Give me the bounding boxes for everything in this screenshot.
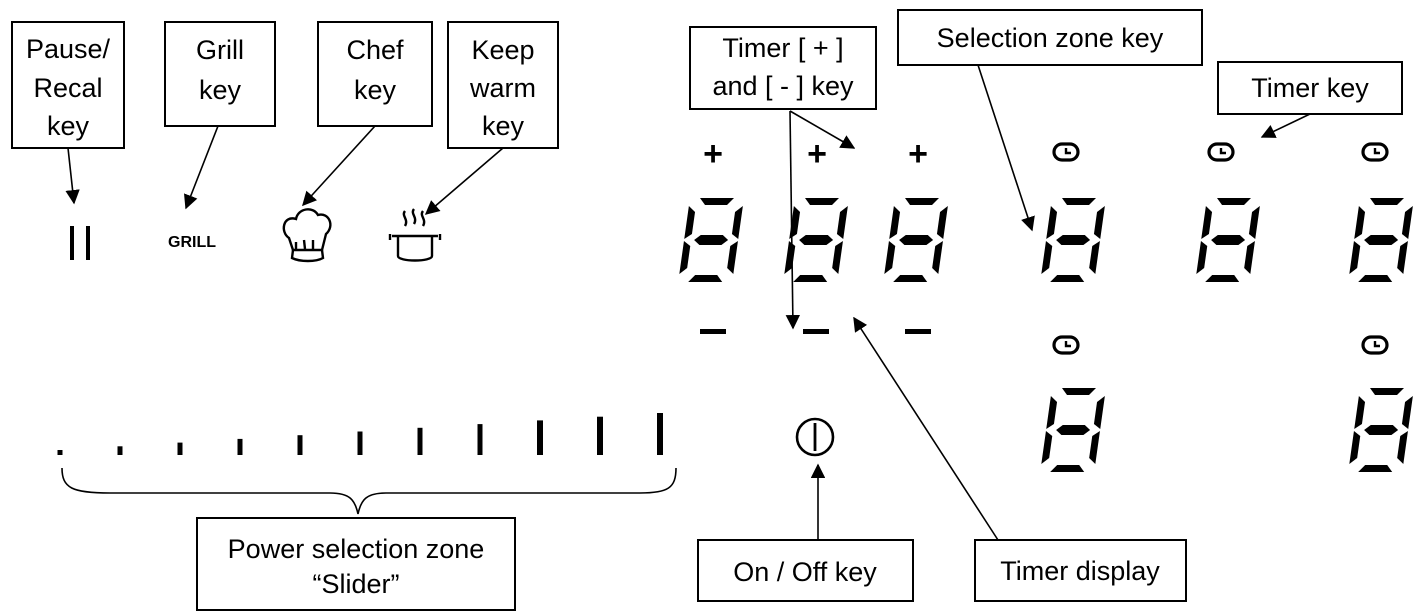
svg-text:Selection zone key: Selection zone key — [937, 23, 1164, 53]
timer-clock-icon[interactable] — [1207, 142, 1235, 162]
zone-digit-3 — [1348, 198, 1414, 282]
timer-display-digits — [678, 198, 1414, 472]
plus-key-1[interactable]: + — [703, 135, 723, 173]
digit-2 — [783, 198, 849, 282]
grill-key[interactable]: GRILL — [168, 234, 216, 251]
zone-digit-5 — [1348, 388, 1414, 472]
timer-clock-icon[interactable] — [1052, 142, 1080, 162]
slider-level-8[interactable] — [477, 424, 483, 455]
slider-level-6[interactable] — [357, 431, 363, 456]
power-slider[interactable] — [57, 413, 664, 456]
label-selection-zone-key: Selection zone key — [897, 9, 1203, 66]
slider-level-7[interactable] — [417, 427, 423, 455]
power-icon[interactable] — [795, 417, 835, 457]
minus-key-2[interactable] — [803, 329, 829, 334]
plus-key-2[interactable]: + — [807, 135, 827, 173]
label-timer-display: Timer display — [974, 539, 1187, 602]
svg-text:Timer key: Timer key — [1251, 73, 1369, 103]
timer-clock-icon[interactable] — [1052, 335, 1080, 355]
minus-key-3[interactable] — [905, 329, 931, 334]
zone-digit-4 — [1040, 388, 1106, 472]
svg-text:Timer display: Timer display — [1000, 556, 1160, 586]
slider-brace — [61, 467, 677, 515]
timer-clock-icon[interactable] — [1361, 142, 1389, 162]
label-power-selection-zone: Power selection zone“Slider” — [196, 517, 516, 611]
svg-text:On / Off key: On / Off key — [733, 557, 877, 587]
label-timer-key: Timer key — [1217, 61, 1403, 115]
pause-icon[interactable] — [70, 226, 90, 260]
slider-level-4[interactable] — [237, 438, 243, 455]
timer-clock-icon[interactable] — [1361, 335, 1389, 355]
slider-level-3[interactable] — [177, 442, 183, 455]
slider-level-9[interactable] — [537, 420, 543, 455]
label-on-off-key: On / Off key — [697, 539, 914, 602]
timer-minus-keys[interactable] — [700, 329, 931, 334]
zone-digit-1 — [1040, 198, 1106, 282]
slider-level-1[interactable] — [57, 450, 63, 455]
slider-level-5[interactable] — [297, 435, 303, 455]
chef-hat-icon[interactable] — [282, 208, 332, 263]
zone-digit-2 — [1195, 198, 1261, 282]
digit-1 — [678, 198, 744, 282]
slider-level-11[interactable] — [657, 413, 663, 455]
minus-key-1[interactable] — [700, 329, 726, 334]
keep-warm-pot-icon[interactable] — [388, 208, 442, 262]
slider-level-2[interactable] — [117, 446, 123, 455]
svg-text:Power selection zone“Slider”: Power selection zone“Slider” — [228, 534, 485, 599]
slider-level-10[interactable] — [597, 416, 603, 455]
timer-clock-keys[interactable] — [1052, 142, 1389, 355]
digit-3 — [883, 198, 949, 282]
plus-key-3[interactable]: + — [908, 135, 928, 173]
svg-text:Timer [ + ]and [ - ] key: Timer [ + ]and [ - ] key — [712, 33, 854, 101]
timer-plus-keys[interactable]: + + + — [703, 135, 928, 173]
label-timer-plus-minus: Timer [ + ]and [ - ] key — [689, 26, 877, 110]
callout-arrows — [65, 64, 1311, 541]
